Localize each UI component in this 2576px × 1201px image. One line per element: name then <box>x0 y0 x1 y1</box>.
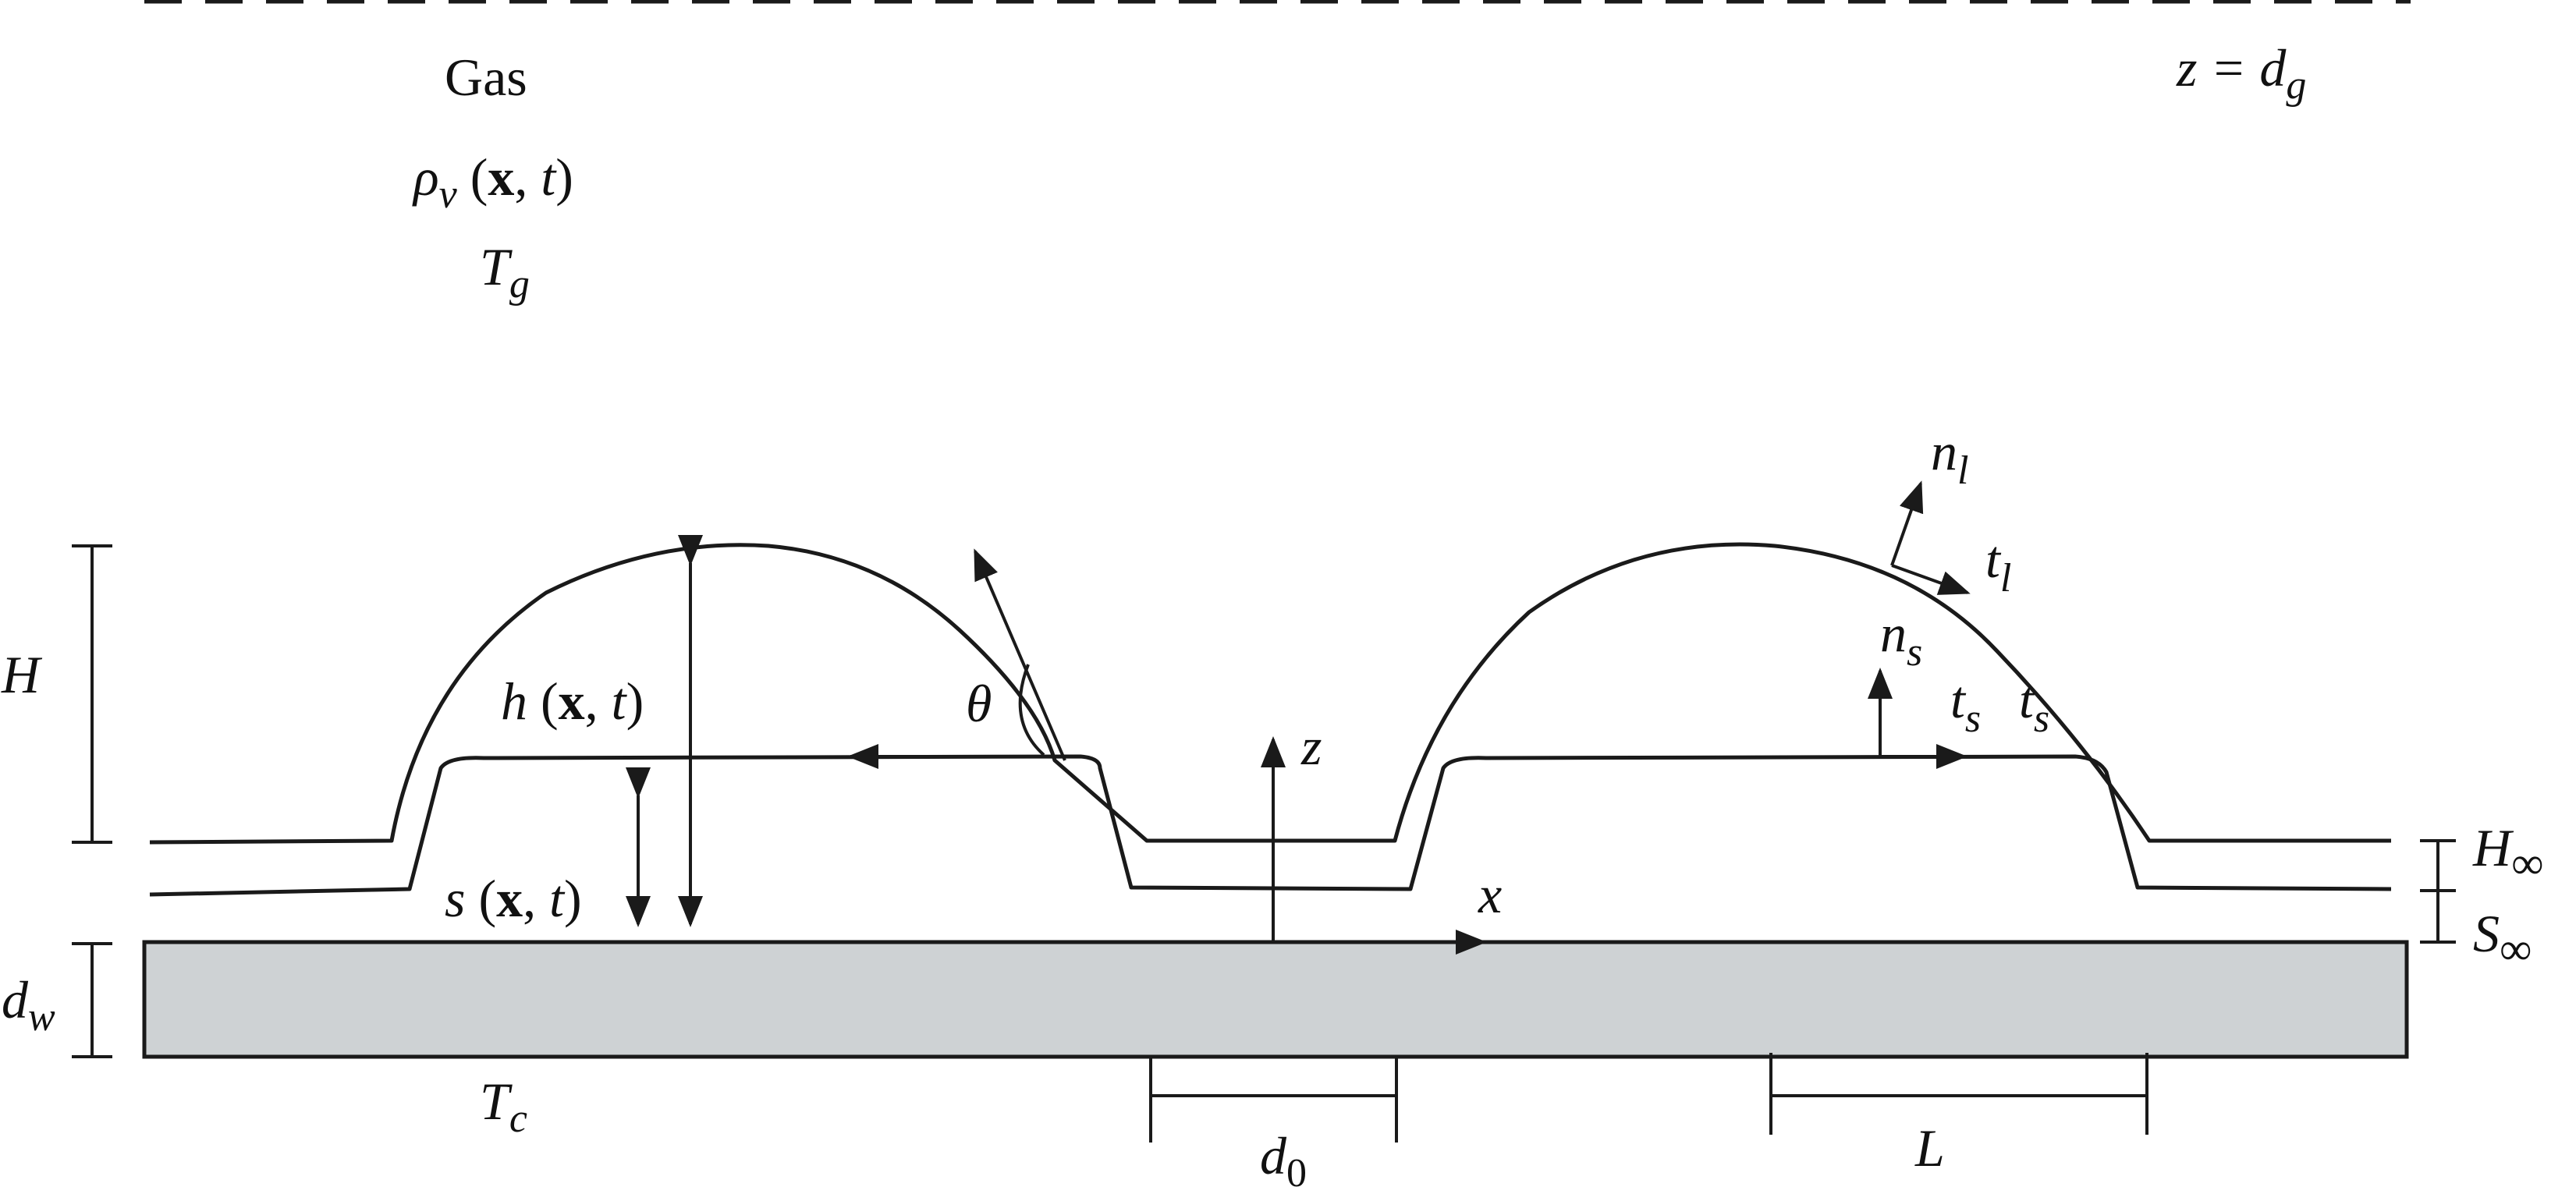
L-label: L <box>1914 1118 1945 1178</box>
z-axis-label: z <box>1300 717 1322 776</box>
contact-angle-tangent-arrow <box>974 548 1066 761</box>
d0-dimension <box>1149 1057 1398 1143</box>
rho-v-label: ρv (x, t) <box>412 147 573 217</box>
d-w-label: dw <box>2 970 55 1040</box>
H-inf-label: H∞ <box>2472 818 2543 888</box>
S-inf-label: S∞ <box>2473 904 2532 974</box>
t-l-arrow <box>1891 564 1971 595</box>
t-s-label: ts <box>1950 670 1981 741</box>
liquid-interface-curve <box>149 542 2391 845</box>
H-inf-S-inf-bracket <box>2420 839 2456 944</box>
t-l-label: tl <box>1985 530 2011 600</box>
solid-layer-interface-curve <box>149 754 2392 897</box>
n-s-label: ns <box>1880 604 1922 675</box>
H-label: H <box>1 645 43 704</box>
t-s-second-label: ts <box>2019 670 2049 741</box>
T-c-label: Tc <box>480 1072 527 1141</box>
s-label: s (x, t) <box>445 869 582 928</box>
T-g-label: Tg <box>480 237 530 306</box>
gas-label: Gas <box>445 48 527 107</box>
x-axis-label: x <box>1478 865 1502 924</box>
dw-bracket <box>72 942 112 1058</box>
d-0-label: d0 <box>1260 1126 1307 1196</box>
h-label: h (x, t) <box>501 671 644 731</box>
contact-angle-arc <box>1018 664 1045 756</box>
z-eq-dg-label: z = dg <box>2176 38 2306 108</box>
n-l-arrow <box>1890 480 1924 566</box>
substrate-wall <box>142 940 2409 1059</box>
L-dimension <box>1769 1053 2148 1135</box>
H-bracket <box>72 544 112 844</box>
theta-label: θ <box>966 674 992 733</box>
n-l-label: nl <box>1931 422 1968 493</box>
